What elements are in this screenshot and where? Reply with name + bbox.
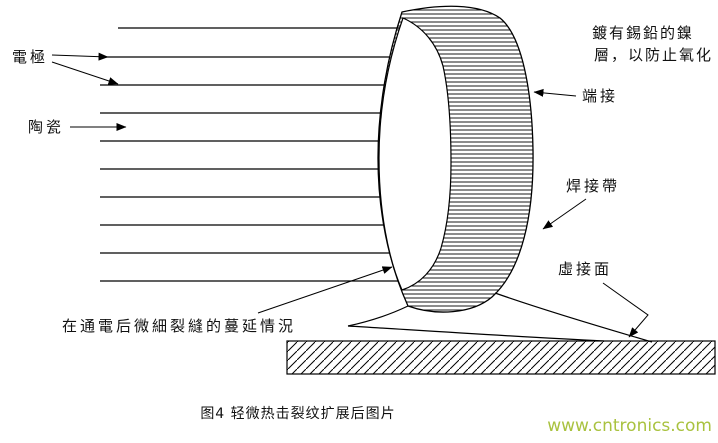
electrode-lines <box>100 27 412 282</box>
electrode-arrow-2 <box>51 61 119 85</box>
electrode-arrow-1 <box>51 52 109 61</box>
ceramic-end <box>378 17 452 291</box>
pcb-surface <box>286 340 716 375</box>
electrode-label: 電極 <box>12 48 48 66</box>
solder-fillet-line <box>494 292 653 343</box>
seating-line <box>347 325 605 342</box>
watermark: www.cntronics.com <box>547 416 712 436</box>
solder-band-arrow <box>542 198 587 230</box>
coating-note-line1: 鍍有錫鉛的鎳 <box>592 24 694 42</box>
false-joint-label: 虛接面 <box>558 260 612 278</box>
termination-arrow <box>533 88 577 97</box>
crack-arrow <box>257 266 393 314</box>
solder-band-label: 焊接帶 <box>566 177 620 195</box>
solder-tail-line <box>347 305 409 327</box>
termination-label: 端接 <box>582 87 618 105</box>
coating-note-line2: 層，以防止氧化 <box>594 46 713 64</box>
callout-arrows <box>51 52 649 338</box>
figure-caption: 图4 轻微热击裂纹扩展后图片 <box>200 406 395 422</box>
crack-note-label: 在通電后微細裂縫的蔓延情況 <box>62 317 296 335</box>
ceramic-label: 陶瓷 <box>28 118 64 136</box>
false-joint-arrow <box>602 282 649 338</box>
